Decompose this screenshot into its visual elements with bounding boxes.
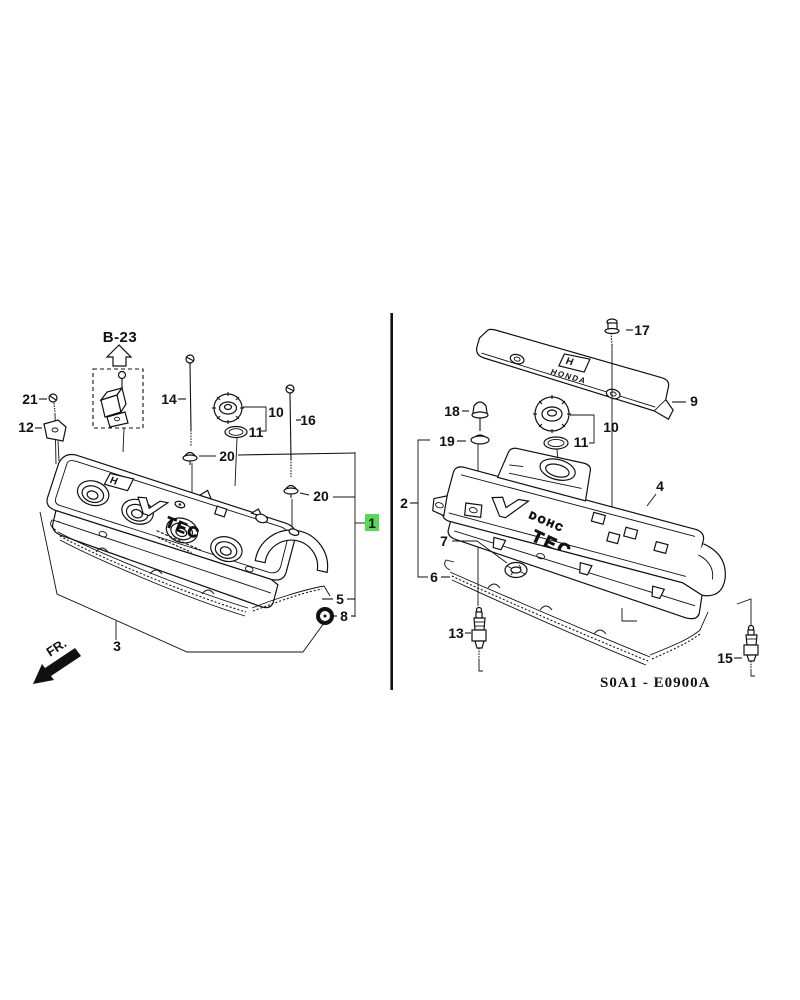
callout-11-left: 11 <box>249 424 264 440</box>
callout-4: 4 <box>656 478 664 494</box>
callout-16: 16 <box>300 412 316 428</box>
ref-b23: B-23 <box>92 329 144 453</box>
up-arrow-icon <box>105 344 133 367</box>
callout-13: 13 <box>448 625 464 641</box>
callout-10-left: 10 <box>268 404 284 420</box>
callout-2: 2 <box>400 495 408 511</box>
callout-11-right: 11 <box>574 434 589 450</box>
part-seal-8 <box>316 607 334 625</box>
callout-9: 9 <box>690 393 698 409</box>
part-spark-plug-15 <box>736 598 759 677</box>
part-grommet-20b <box>283 484 299 498</box>
honda-logo-left: H <box>103 472 135 492</box>
sensor-bolt-icon <box>117 370 127 380</box>
part-oil-cap-10 <box>212 392 244 424</box>
callout-21: 21 <box>22 391 38 407</box>
part-cap-18 <box>471 401 489 431</box>
plug-tube-holes-left <box>76 480 243 563</box>
honda-h-left: H <box>108 475 119 487</box>
ref-b23-label: B-23 <box>103 329 138 346</box>
honda-h-strip: H <box>564 356 575 368</box>
part-oil-cap-10-right <box>533 395 571 433</box>
part-bolt-17 <box>604 318 620 538</box>
diagram-code: S0A1 - E0900A <box>600 675 711 691</box>
gasket-right <box>444 559 709 666</box>
callout-20a: 20 <box>219 448 235 464</box>
callout-15: 15 <box>717 650 733 666</box>
callout-5: 5 <box>336 591 344 607</box>
callout-6: 6 <box>430 569 438 585</box>
callout-8: 8 <box>340 608 348 624</box>
callout-1-highlighted: 1 <box>368 515 376 531</box>
cover-arch-left <box>254 528 329 574</box>
callout-3: 3 <box>113 638 121 654</box>
part-washer-7 <box>504 561 528 579</box>
part-cap-seal-11-right <box>543 436 569 465</box>
assembly-bracket-2 <box>410 439 430 578</box>
view-divider <box>390 313 393 690</box>
part-bracket-12 <box>43 419 67 462</box>
valve-cover-right: DOHC TEC <box>432 447 726 620</box>
gasket-left <box>50 519 331 617</box>
corner-mark <box>621 608 637 622</box>
callout-7: 7 <box>440 533 448 549</box>
callout-20b: 20 <box>313 488 329 504</box>
callout-18: 18 <box>444 403 460 419</box>
ref-dashed-box <box>92 368 144 429</box>
callout-3-outline <box>39 511 325 653</box>
callout-14: 14 <box>161 391 177 407</box>
left-view: B-23 21 12 <box>18 329 379 684</box>
callout-19: 19 <box>439 433 455 449</box>
fr-direction-arrow: FR. <box>33 636 81 684</box>
plug-cover-strip-9: H HONDA <box>476 328 674 420</box>
callout-12: 12 <box>18 419 34 435</box>
right-view: H HONDA 9 17 <box>400 318 759 691</box>
part-grommet-20a <box>182 451 198 465</box>
highlight-box-1 <box>365 514 379 531</box>
part-cap-seal-11 <box>224 425 248 487</box>
callout-17: 17 <box>634 322 650 338</box>
part-bolt-16 <box>285 384 295 538</box>
callout-10-right: 10 <box>603 419 619 435</box>
part-spark-plug-13 <box>471 606 487 672</box>
valve-cover-left: H TEC <box>46 453 329 609</box>
